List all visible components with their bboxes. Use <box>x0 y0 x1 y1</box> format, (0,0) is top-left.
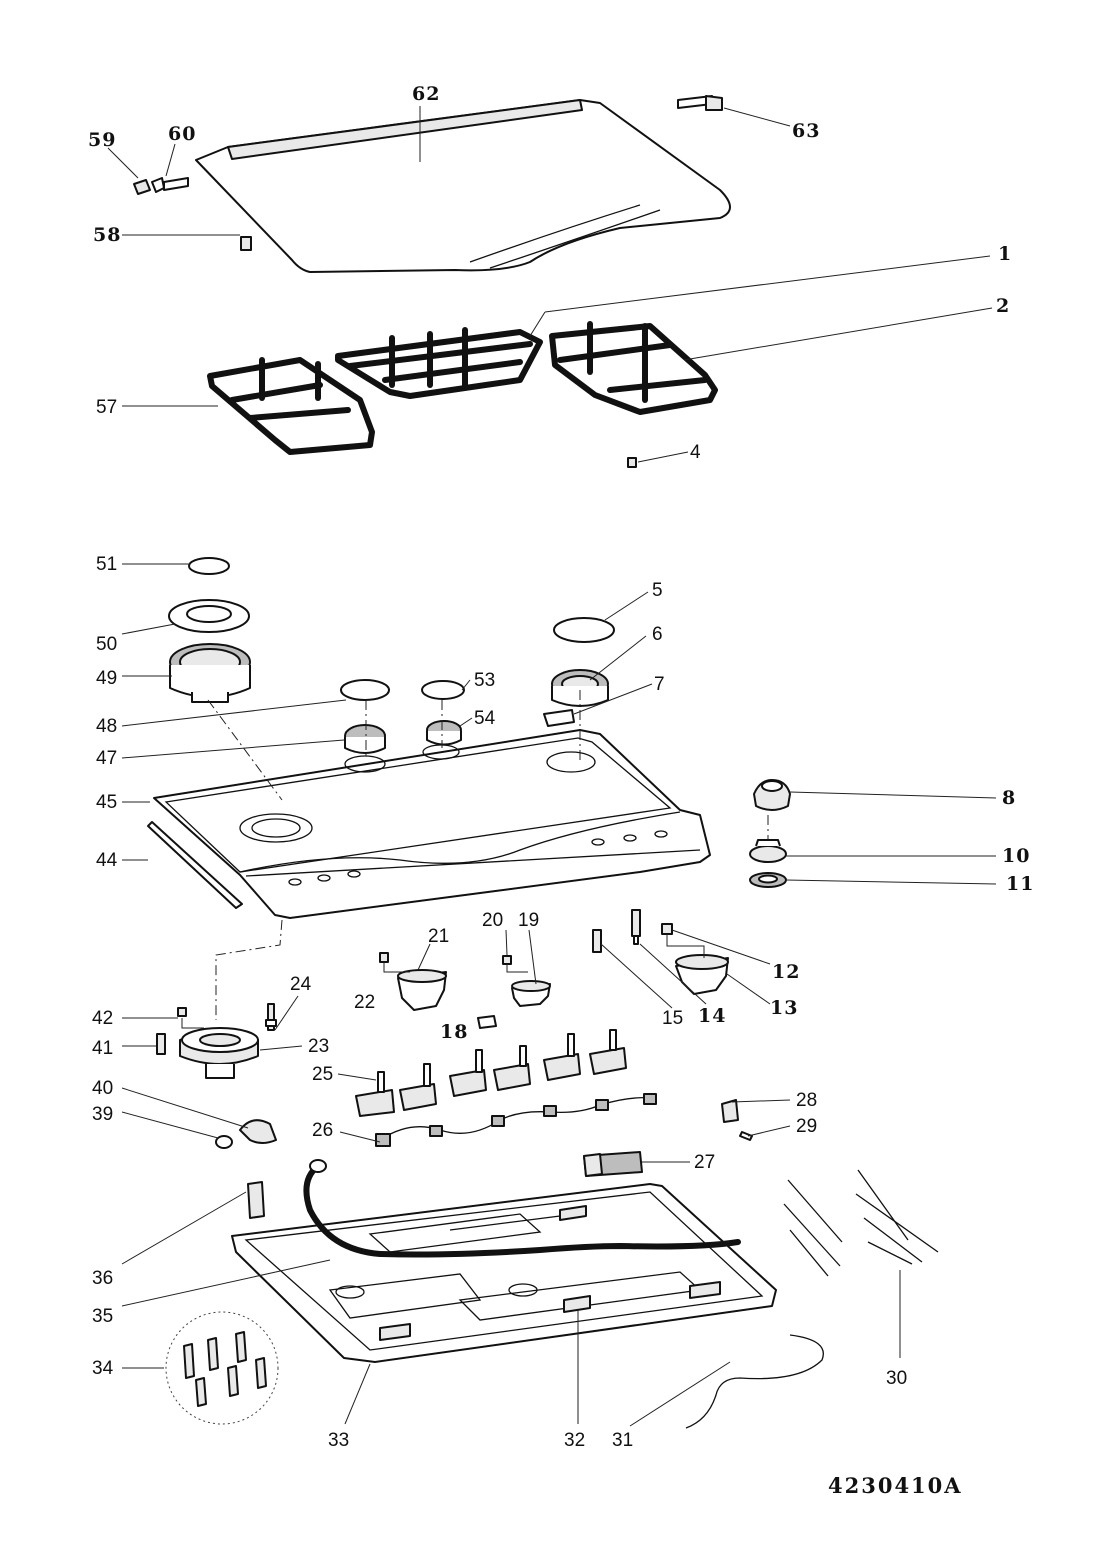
callout-42: 42 <box>92 1008 113 1029</box>
callout-11: 11 <box>1006 873 1034 895</box>
bracket-36 <box>247 1181 265 1219</box>
spring-clips-detail <box>165 1311 279 1425</box>
callout-50: 50 <box>96 634 117 655</box>
burner-body-13 <box>661 923 729 995</box>
callout-62: 62 <box>412 83 440 105</box>
clip-18 <box>477 1015 497 1029</box>
fixing-bolts <box>783 1169 939 1277</box>
pan-support-right <box>549 321 718 415</box>
callout-39: 39 <box>92 1104 113 1125</box>
callout-labels: 62 63 59 60 58 1 2 57 4 51 5 50 6 49 53 … <box>88 83 1034 1451</box>
spark-generator <box>583 1151 643 1177</box>
bracket-28 <box>721 1099 739 1123</box>
callout-28: 28 <box>796 1090 817 1111</box>
callout-32: 32 <box>564 1430 585 1451</box>
thermocouple-14 <box>631 909 641 945</box>
callout-13: 13 <box>770 997 798 1019</box>
callout-26: 26 <box>312 1120 333 1141</box>
callout-22: 22 <box>354 992 375 1013</box>
callout-21: 21 <box>428 926 449 947</box>
callout-15: 15 <box>662 1008 683 1029</box>
callout-57: 57 <box>96 397 117 418</box>
callout-12: 12 <box>772 961 800 983</box>
injector-41 <box>156 1033 166 1055</box>
callout-63: 63 <box>792 120 820 142</box>
base-pan <box>231 1183 777 1363</box>
screw-29 <box>739 1131 753 1141</box>
burner-body-19 <box>502 955 551 1007</box>
callout-6: 6 <box>652 624 663 645</box>
callout-1: 1 <box>998 243 1012 265</box>
glass-lid <box>195 99 731 273</box>
callout-59: 59 <box>88 129 116 151</box>
hinge-left <box>133 177 189 195</box>
burner-cap-small <box>421 680 465 746</box>
callout-31: 31 <box>612 1430 633 1451</box>
callout-19: 19 <box>518 910 539 931</box>
callout-29: 29 <box>796 1116 817 1137</box>
leader-lines <box>107 106 997 1427</box>
callout-4: 4 <box>690 442 701 463</box>
burner-cap-large <box>543 617 615 727</box>
small-nut <box>627 457 637 468</box>
burner-cap-medium <box>340 679 390 754</box>
thermocouple-24 <box>265 1003 277 1031</box>
ignition-harness <box>375 1093 657 1147</box>
injector-42 <box>177 1007 187 1017</box>
callout-60: 60 <box>168 123 196 145</box>
callout-25: 25 <box>312 1064 333 1085</box>
callout-7: 7 <box>654 674 665 695</box>
burner-body-23 <box>179 1027 259 1079</box>
hinge-right <box>677 95 723 111</box>
control-knob <box>753 779 791 811</box>
callout-53: 53 <box>474 670 495 691</box>
injector-15 <box>592 929 602 953</box>
callout-54: 54 <box>474 708 496 729</box>
callout-8: 8 <box>1002 787 1016 809</box>
callout-34: 34 <box>92 1358 114 1379</box>
callout-2: 2 <box>996 295 1010 317</box>
callout-35: 35 <box>92 1306 113 1327</box>
callout-36: 36 <box>92 1268 113 1289</box>
knob-bezel <box>749 839 787 863</box>
burner-body-21 <box>379 952 447 1011</box>
callout-45: 45 <box>96 792 117 813</box>
callout-58: 58 <box>93 224 121 246</box>
elbow-fitting <box>215 1119 277 1149</box>
callout-49: 49 <box>96 668 117 689</box>
callout-24: 24 <box>290 974 312 995</box>
callout-30: 30 <box>886 1368 907 1389</box>
callout-27: 27 <box>694 1152 715 1173</box>
rubber-foot <box>240 236 252 251</box>
seal-strip <box>147 821 243 909</box>
burner-cap-triple-ring <box>168 557 251 703</box>
callout-5: 5 <box>652 580 663 601</box>
callout-41: 41 <box>92 1038 113 1059</box>
callout-18: 18 <box>440 1021 468 1043</box>
callout-51: 51 <box>96 554 117 575</box>
gas-taps <box>355 1029 627 1117</box>
pan-support-left <box>207 357 375 455</box>
callout-44: 44 <box>96 850 118 871</box>
callout-23: 23 <box>308 1036 329 1057</box>
pan-support-middle <box>335 327 543 399</box>
drawing-code: 4230410A <box>828 1473 963 1498</box>
callout-33: 33 <box>328 1430 349 1451</box>
assembly-axis-lines <box>207 690 769 1020</box>
callout-20: 20 <box>482 910 503 931</box>
callout-14: 14 <box>698 1005 726 1027</box>
gas-ramp-pipe <box>303 1159 741 1258</box>
power-cable <box>685 1334 824 1429</box>
callout-40: 40 <box>92 1078 113 1099</box>
hob-top <box>153 729 711 919</box>
knob-spring-ring <box>749 872 787 888</box>
callout-47: 47 <box>96 748 117 769</box>
callout-48: 48 <box>96 716 117 737</box>
callout-10: 10 <box>1002 845 1030 867</box>
